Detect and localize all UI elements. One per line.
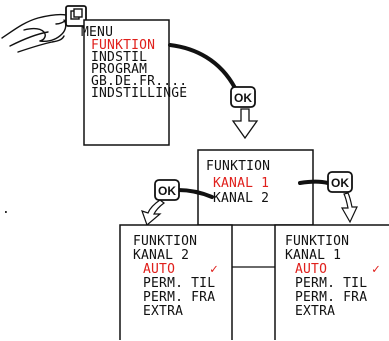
menu-screen: MENU FUNKTION INDSTIL PROGRAM GB.DE.FR..… <box>81 19 187 146</box>
kanal2-item-perm-til[interactable]: PERM. TIL <box>143 276 215 291</box>
kanal2-item-extra[interactable]: EXTRA <box>143 304 183 319</box>
menu-item-program[interactable]: PROGRAM <box>91 62 147 77</box>
menu-title: MENU <box>81 25 113 40</box>
connector-arrow-menu-ok <box>168 43 237 90</box>
down-arrow-left <box>141 199 165 227</box>
kanal1-item-perm-fra[interactable]: PERM. FRA <box>295 290 367 305</box>
svg-text:OK: OK <box>331 176 349 190</box>
kanal1-item-perm-til[interactable]: PERM. TIL <box>295 276 367 291</box>
svg-text:OK: OK <box>234 91 252 105</box>
menu-item-indstil[interactable]: INDSTIL <box>91 50 147 65</box>
connector-arrow-kanal1-ok <box>298 179 330 185</box>
menu-button-icon[interactable] <box>65 5 87 27</box>
kanal1-item-extra[interactable]: EXTRA <box>295 304 335 319</box>
svg-text:OK: OK <box>158 184 176 198</box>
ok-button-2[interactable]: OK <box>154 179 180 201</box>
funktion-item-kanal1[interactable]: KANAL 1 <box>213 176 269 191</box>
kanal1-title: FUNKTION <box>285 234 349 249</box>
kanal1-subtitle: KANAL 1 <box>285 248 341 263</box>
connector-arrow-kanal2-ok <box>176 188 214 199</box>
kanal2-screen: FUNKTION KANAL 2 AUTO ✓ PERM. TIL PERM. … <box>119 224 233 340</box>
kanal2-title: FUNKTION <box>133 234 197 249</box>
ok-button-3[interactable]: OK <box>327 171 353 193</box>
menu-item-indstillinge[interactable]: INDSTILLINGE <box>91 86 187 101</box>
funktion-title: FUNKTION <box>206 159 270 174</box>
kanal1-checkmark-icon: ✓ <box>372 262 380 277</box>
funktion-screen: FUNKTION KANAL 1 KANAL 2 <box>197 149 314 226</box>
down-arrow-right <box>340 192 358 224</box>
kanal2-item-perm-fra[interactable]: PERM. FRA <box>143 290 215 305</box>
kanal2-checkmark-icon: ✓ <box>210 262 218 277</box>
menu-item-language[interactable]: GB.DE.FR.... <box>91 74 187 89</box>
kanal1-screen: FUNKTION KANAL 1 AUTO ✓ PERM. TIL PERM. … <box>274 224 389 340</box>
kanal2-subtitle: KANAL 2 <box>133 248 189 263</box>
kanal1-item-auto[interactable]: AUTO <box>295 262 327 277</box>
down-arrow-1 <box>231 108 259 140</box>
kanal2-item-auto[interactable]: AUTO <box>143 262 175 277</box>
ok-button-1[interactable]: OK <box>230 86 256 108</box>
hand-icon <box>1 13 67 53</box>
funktion-item-kanal2[interactable]: KANAL 2 <box>213 191 269 206</box>
stray-dot: . <box>2 202 10 217</box>
menu-item-funktion[interactable]: FUNKTION <box>91 38 155 53</box>
